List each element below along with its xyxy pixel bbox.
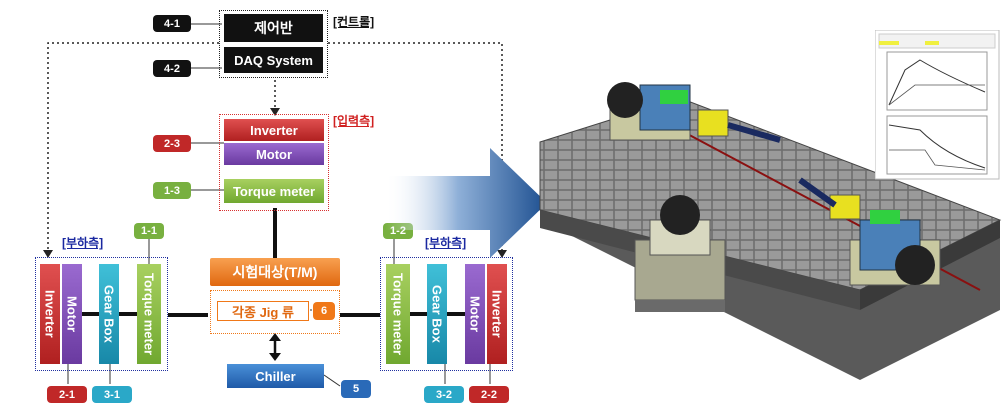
- jig-group: [210, 290, 340, 334]
- left-torque-meter-label: Torque meter: [141, 272, 157, 356]
- tag-2-2: 2-2: [469, 386, 509, 403]
- tag-4-1: 4-1: [153, 15, 191, 32]
- test-bed-3d-render: [539, 82, 1002, 380]
- tag-6: 6: [313, 302, 335, 320]
- left-gearbox-block: Gear Box: [99, 264, 119, 364]
- tag-5: 5: [341, 380, 371, 398]
- left-inverter-block: Inverter: [40, 264, 60, 364]
- test-object-block: 시험대상(T/M): [210, 258, 340, 286]
- right-torque-meter-block: Torque meter: [386, 264, 410, 364]
- control-group: [219, 10, 328, 78]
- input-torque-meter-label: Torque meter: [232, 183, 316, 199]
- right-motor-block: Motor: [465, 264, 485, 364]
- control-section-label: [컨트롤]: [333, 15, 375, 29]
- left-motor-block: Motor: [62, 264, 82, 364]
- chiller-block: Chiller: [227, 364, 324, 388]
- daq-system-label: DAQ System: [234, 52, 313, 68]
- input-motor-label: Motor: [255, 146, 293, 162]
- tag-4-2: 4-2: [153, 60, 191, 77]
- right-motor-label: Motor: [467, 295, 483, 333]
- test-object-label: 시험대상(T/M): [232, 264, 318, 280]
- control-panel-label: 제어반: [254, 20, 293, 36]
- tag-3-2: 3-2: [424, 386, 464, 403]
- left-load-section-label: [부하측]: [62, 236, 104, 250]
- tag-2-3: 2-3: [153, 135, 191, 152]
- transition-arrow: [385, 148, 547, 258]
- jig-label: 각종 Jig 류: [232, 304, 294, 320]
- right-load-section-label: [부하측]: [425, 236, 467, 250]
- input-torque-meter-block: Torque meter: [224, 179, 324, 203]
- left-inverter-label: Inverter: [42, 290, 58, 338]
- right-gearbox-block: Gear Box: [427, 264, 447, 364]
- input-group: [219, 114, 329, 211]
- tag-1-3: 1-3: [153, 182, 191, 199]
- input-inverter-label: Inverter: [250, 122, 298, 138]
- daq-system-block: DAQ System: [224, 47, 323, 73]
- right-shaft-2: [447, 312, 465, 316]
- left-load-group: [35, 257, 168, 371]
- chiller-label: Chiller: [255, 368, 296, 384]
- right-inverter-label: Inverter: [489, 290, 505, 338]
- control-panel-block: 제어반: [224, 14, 323, 42]
- right-shaft-1: [410, 312, 427, 316]
- input-inverter-block: Inverter: [224, 119, 324, 141]
- right-load-group: [380, 257, 513, 371]
- left-shaft-2: [119, 312, 137, 316]
- tag-1-1: 1-1: [134, 223, 164, 239]
- performance-chart-thumbnail: [875, 30, 1000, 180]
- input-section-label: [입력측]: [333, 114, 375, 128]
- left-shaft-1: [82, 312, 99, 316]
- right-torque-meter-label: Torque meter: [390, 272, 406, 356]
- right-inverter-block: Inverter: [487, 264, 507, 364]
- left-gearbox-label: Gear Box: [101, 285, 117, 343]
- right-gearbox-label: Gear Box: [429, 285, 445, 343]
- left-torque-meter-block: Torque meter: [137, 264, 161, 364]
- left-motor-label: Motor: [64, 295, 80, 333]
- input-motor-block: Motor: [224, 143, 324, 165]
- tag-2-1: 2-1: [47, 386, 87, 403]
- jig-block: 각종 Jig 류: [217, 301, 309, 321]
- tag-3-1: 3-1: [92, 386, 132, 403]
